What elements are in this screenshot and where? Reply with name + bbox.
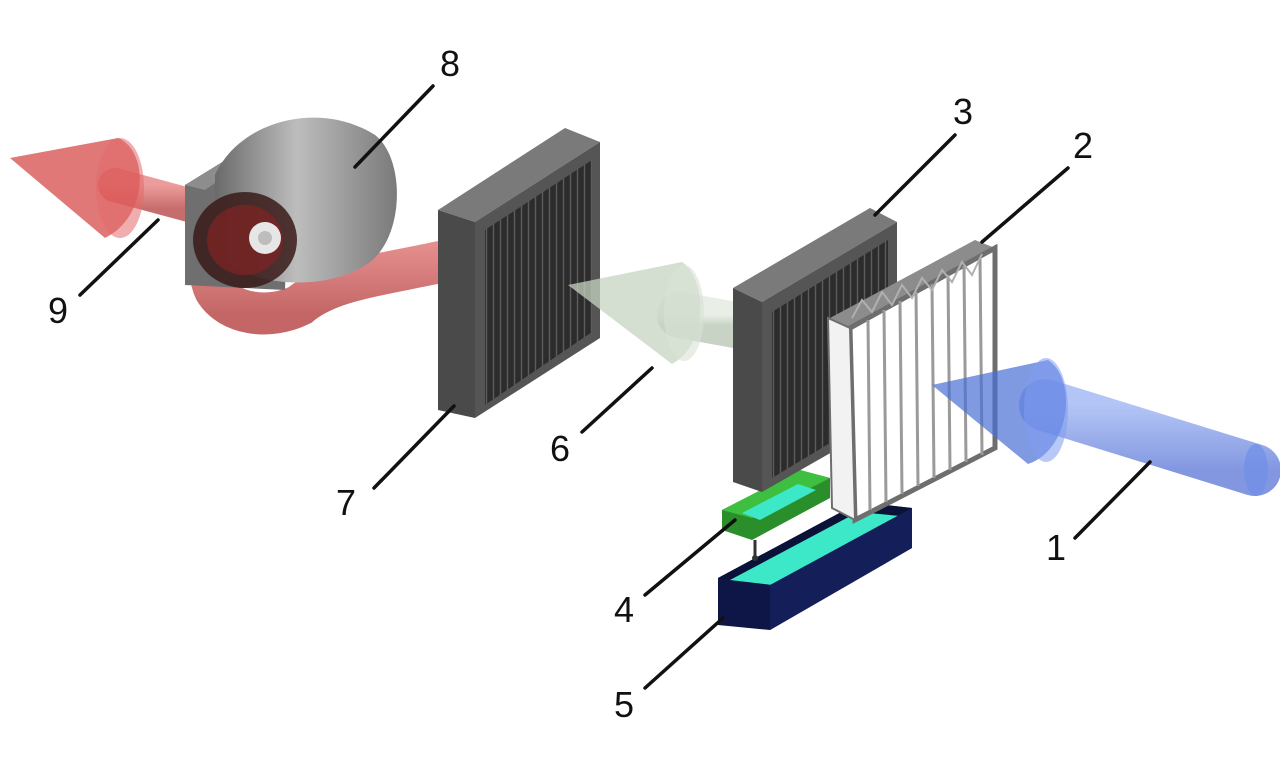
leader-line-3	[873, 133, 957, 217]
callout-5: 5	[614, 684, 634, 725]
filter-panel-7	[438, 128, 600, 418]
leader-line-8	[353, 84, 435, 169]
intermediate-air-stream	[568, 262, 758, 364]
callout-8: 8	[440, 43, 460, 84]
leader-line-7	[372, 404, 456, 490]
callout-1: 1	[1046, 527, 1066, 568]
callout-3: 3	[953, 91, 973, 132]
callout-9: 9	[48, 290, 68, 331]
callout-7: 7	[336, 482, 356, 523]
water-reservoir	[718, 502, 912, 630]
pump-unit	[722, 470, 830, 561]
leader-line-6	[580, 366, 654, 434]
inlet-air-stream	[932, 358, 1280, 496]
callout-2: 2	[1073, 125, 1093, 166]
leader-line-2	[980, 166, 1070, 244]
callout-4: 4	[614, 589, 634, 630]
callout-6: 6	[550, 428, 570, 469]
leader-line-9	[78, 218, 160, 297]
leader-lines	[78, 84, 1152, 690]
callout-labels: 1 2 3 4 5 6 7 8 9	[48, 43, 1093, 725]
leader-line-4	[643, 518, 737, 597]
fan-unit	[185, 117, 397, 290]
leader-line-1	[1073, 460, 1152, 540]
louvre-grille	[826, 240, 998, 525]
leader-line-5	[643, 616, 725, 690]
